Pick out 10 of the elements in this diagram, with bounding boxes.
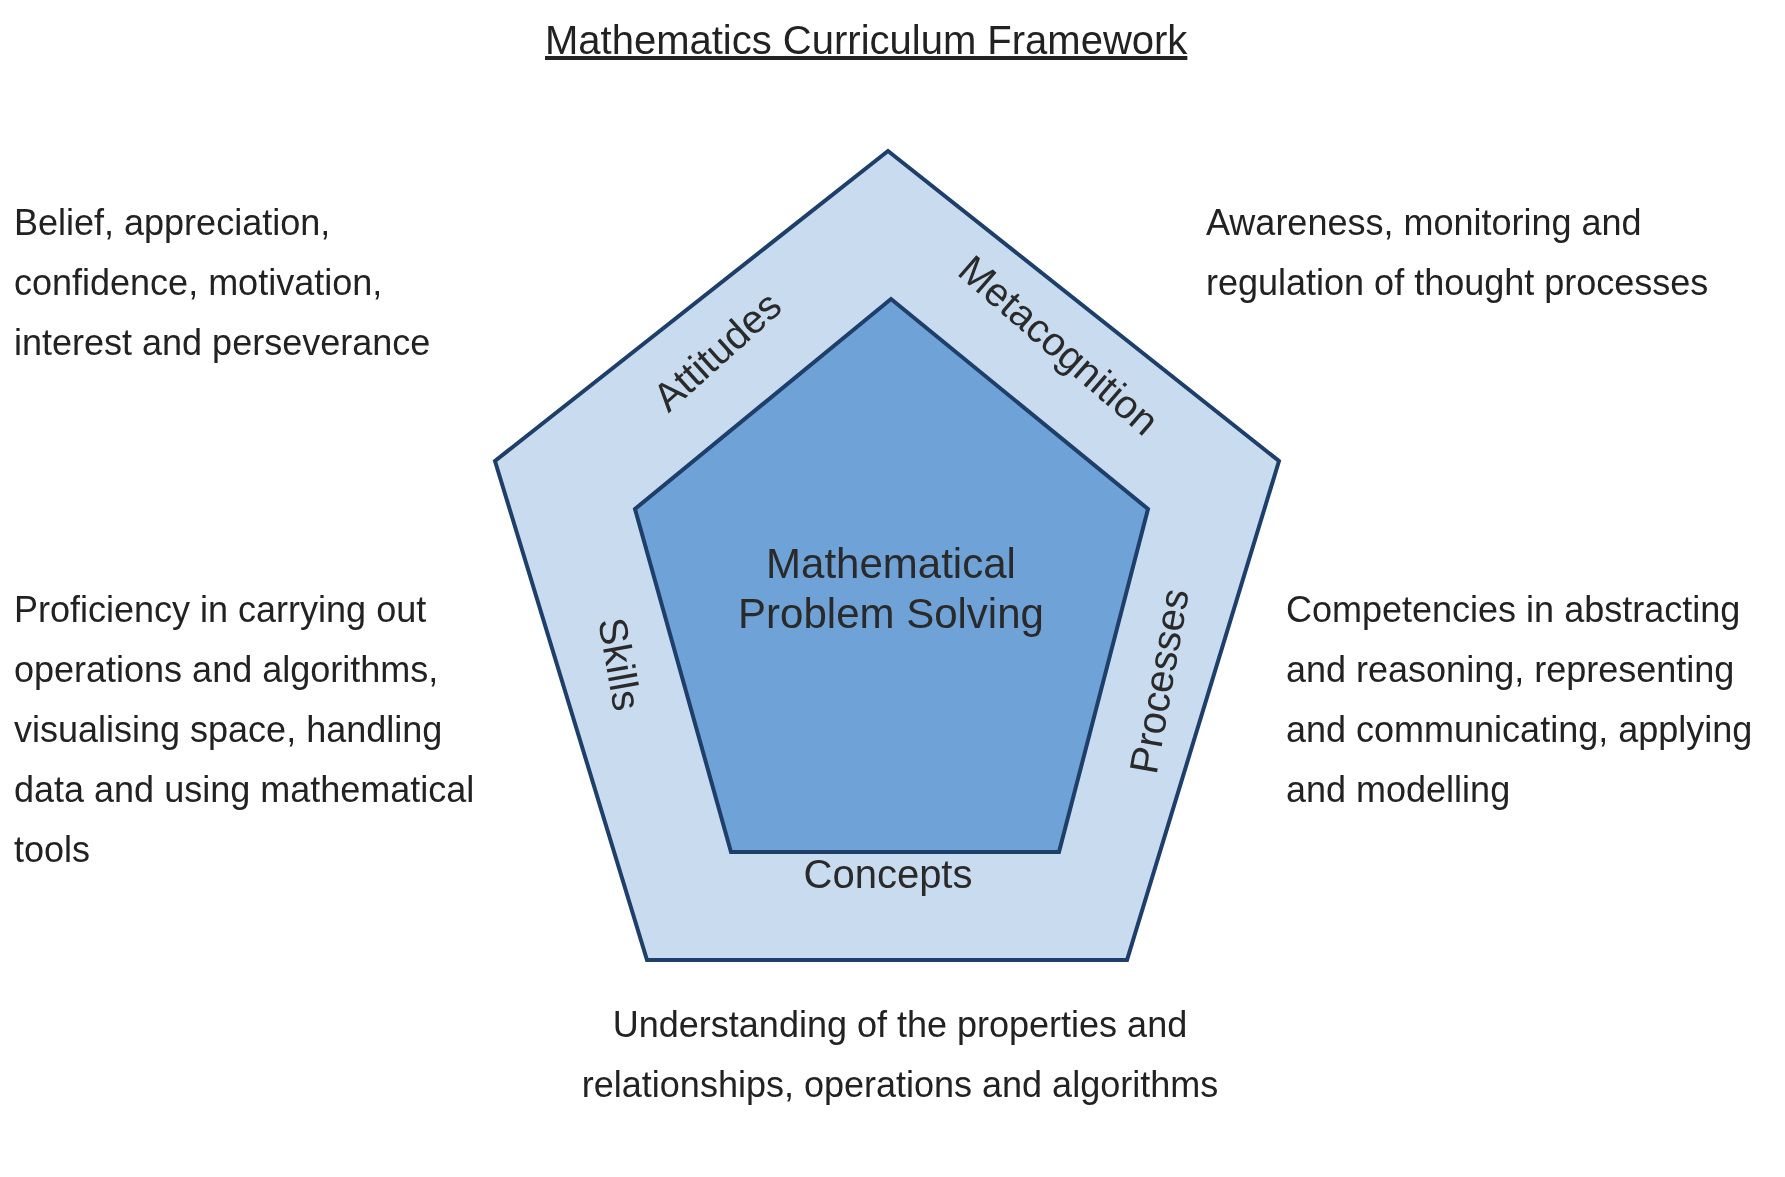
description-text: Understanding of the properties and relationships, operations and algorithms: [580, 1003, 1220, 1107]
band-label: Skills: [589, 613, 651, 716]
description-text: Belief, appreciation, confidence, motivation, interest and perseverance: [14, 201, 432, 365]
title: Mathematics Curriculum Framework: [545, 18, 1188, 63]
band-label: Processes: [1120, 584, 1198, 779]
band-label: Concepts: [802, 851, 974, 898]
description-text: Awareness, monitoring and regulation of thought processes: [1206, 201, 1710, 305]
description-text: Proficiency in carrying out operations and algorithms, visualising space, handling data and using mathematical tools: [14, 588, 476, 872]
description-text: Competencies in abstracting and reasoning, representing and communicating, applying and modelling: [1286, 588, 1754, 812]
node-label: Mathematical Problem Solving: [737, 539, 1045, 639]
